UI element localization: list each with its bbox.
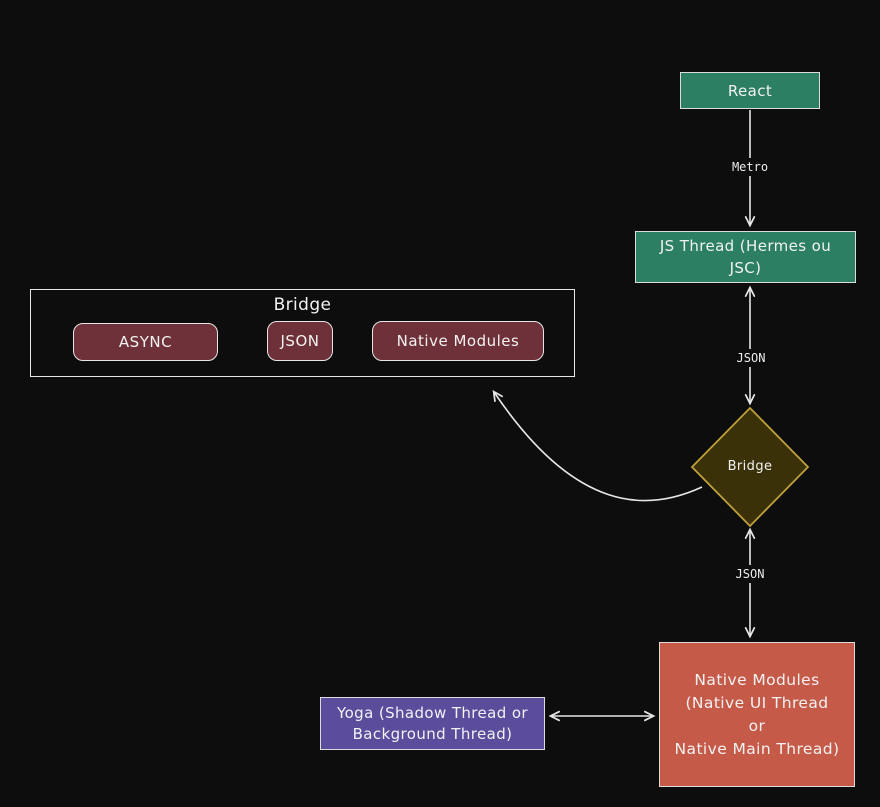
json-upper-edge-label: JSON	[727, 349, 775, 367]
yoga-label: Yoga (Shadow Thread or Background Thread…	[337, 703, 528, 743]
async-label: ASYNC	[118, 333, 173, 351]
json-lower-edge-label: JSON	[726, 565, 774, 583]
bridge-diamond-shape	[690, 406, 810, 528]
js-thread-node: JS Thread (Hermes ou JSC)	[635, 231, 856, 283]
metro-edge-label: Metro	[722, 158, 778, 176]
json-pill: JSON	[267, 321, 333, 361]
js-thread-label: JS Thread (Hermes ou JSC)	[659, 237, 832, 277]
bridge-container: Bridge ASYNC JSON Native Modules	[30, 289, 575, 377]
arrow-diamond-to-bridge-container	[492, 389, 703, 502]
react-node: React	[680, 72, 820, 109]
native-modules-pill-label: Native Modules	[396, 332, 520, 350]
react-label: React	[727, 81, 773, 100]
native-modules-pill: Native Modules	[372, 321, 544, 361]
native-modules-node: Native Modules (Native UI Thread or Nati…	[659, 642, 855, 787]
yoga-node: Yoga (Shadow Thread or Background Thread…	[320, 697, 545, 750]
async-pill: ASYNC	[73, 323, 218, 361]
json-pill-label: JSON	[280, 332, 320, 350]
bridge-container-title: Bridge	[273, 295, 332, 315]
bridge-diamond-label: Bridge	[727, 459, 773, 474]
